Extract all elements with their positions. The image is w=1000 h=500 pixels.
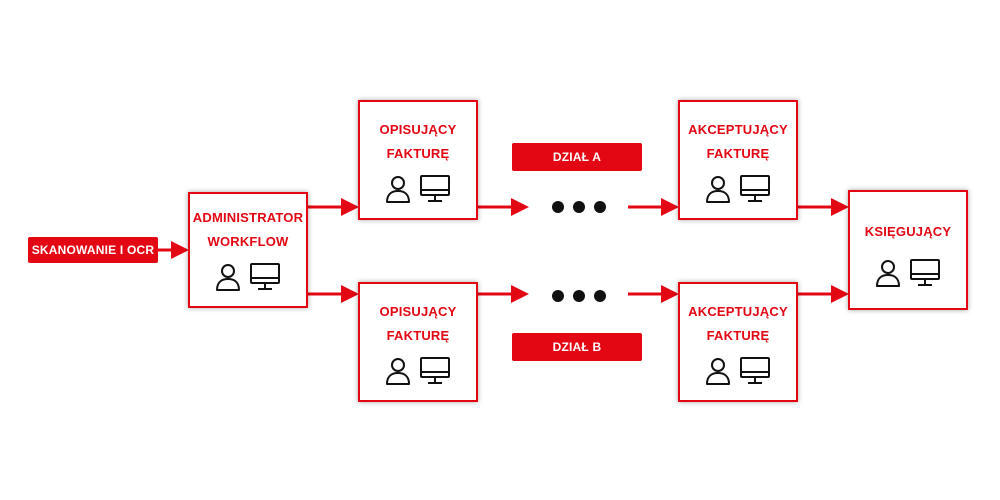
node-icons bbox=[385, 356, 451, 386]
node-opisujacy-b: OPISUJĄCY FAKTURĘ bbox=[358, 282, 478, 402]
node-ksiegujacy: KSIĘGUJĄCY bbox=[848, 190, 968, 310]
monitor-icon bbox=[739, 356, 771, 386]
node-title: AKCEPTUJĄCY FAKTURĘ bbox=[688, 300, 788, 348]
input-label-skanowanie: SKANOWANIE I OCR bbox=[28, 237, 158, 263]
node-title-line1: OPISUJĄCY bbox=[379, 304, 457, 319]
node-title: OPISUJĄCY FAKTURĘ bbox=[380, 300, 457, 348]
node-title-line1: OPISUJĄCY bbox=[379, 122, 457, 137]
node-administrator-workflow: ADMINISTRATOR WORKFLOW bbox=[188, 192, 308, 308]
node-title: OPISUJĄCY FAKTURĘ bbox=[380, 118, 457, 166]
dot bbox=[594, 201, 606, 213]
node-title-line1: KSIĘGUJĄCY bbox=[864, 224, 952, 239]
node-icons bbox=[215, 262, 281, 292]
ellipsis-dots-a bbox=[552, 201, 606, 213]
node-akceptujacy-a: AKCEPTUJĄCY FAKTURĘ bbox=[678, 100, 798, 220]
node-title-line1: ADMINISTRATOR bbox=[192, 210, 304, 225]
node-title-line2: WORKFLOW bbox=[207, 234, 289, 249]
monitor-icon bbox=[419, 174, 451, 204]
node-icons bbox=[705, 174, 771, 204]
department-b-label: DZIAŁ B bbox=[512, 333, 642, 361]
user-icon bbox=[705, 174, 731, 204]
department-a-label: DZIAŁ A bbox=[512, 143, 642, 171]
node-opisujacy-a: OPISUJĄCY FAKTURĘ bbox=[358, 100, 478, 220]
node-title: AKCEPTUJĄCY FAKTURĘ bbox=[688, 118, 788, 166]
user-icon bbox=[705, 356, 731, 386]
node-title: KSIĘGUJĄCY bbox=[865, 220, 952, 244]
node-akceptujacy-b: AKCEPTUJĄCY FAKTURĘ bbox=[678, 282, 798, 402]
node-title-line1: AKCEPTUJĄCY bbox=[688, 304, 788, 319]
node-title-line1: AKCEPTUJĄCY bbox=[688, 122, 788, 137]
node-icons bbox=[705, 356, 771, 386]
dot bbox=[552, 201, 564, 213]
node-title-line2: FAKTURĘ bbox=[386, 328, 450, 343]
monitor-icon bbox=[419, 356, 451, 386]
monitor-icon bbox=[739, 174, 771, 204]
node-title-line2: FAKTURĘ bbox=[386, 146, 450, 161]
node-title-line2: FAKTURĘ bbox=[706, 328, 770, 343]
monitor-icon bbox=[249, 262, 281, 292]
node-title: ADMINISTRATOR WORKFLOW bbox=[193, 206, 303, 254]
ellipsis-dots-b bbox=[552, 290, 606, 302]
dot bbox=[594, 290, 606, 302]
node-icons bbox=[385, 174, 451, 204]
node-title-line2: FAKTURĘ bbox=[706, 146, 770, 161]
user-icon bbox=[385, 356, 411, 386]
user-icon bbox=[215, 262, 241, 292]
node-icons bbox=[875, 258, 941, 288]
dot bbox=[573, 201, 585, 213]
user-icon bbox=[385, 174, 411, 204]
dot bbox=[573, 290, 585, 302]
dot bbox=[552, 290, 564, 302]
monitor-icon bbox=[909, 258, 941, 288]
user-icon bbox=[875, 258, 901, 288]
